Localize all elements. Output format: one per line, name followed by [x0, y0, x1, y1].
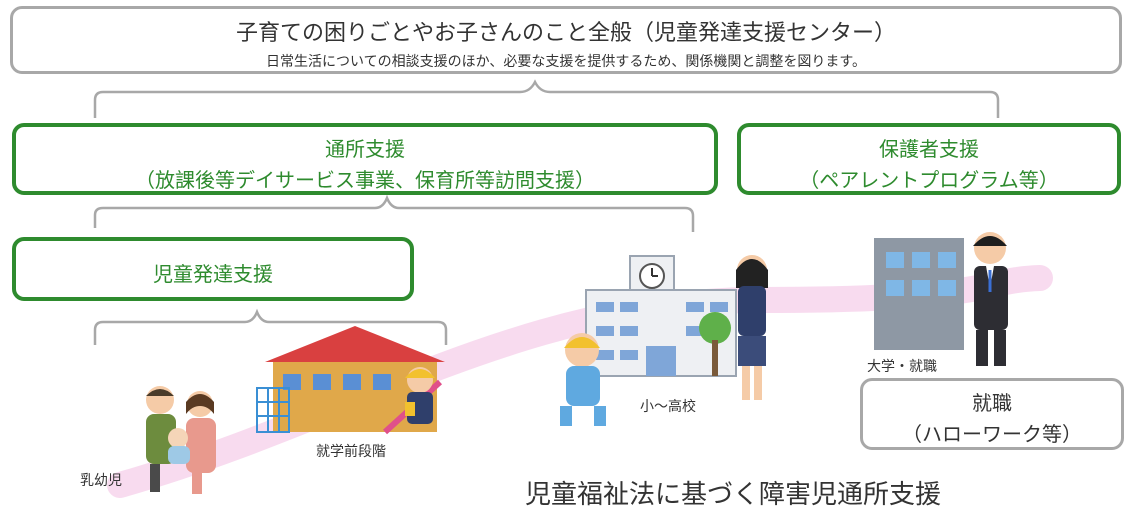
top-info-box: 子育ての困りごとやお子さんのこと全般（児童発達支援センター） 日常生活についての…	[10, 6, 1122, 74]
employment-detail: （ハローワーク等）	[902, 422, 1082, 446]
child-development-support-box: 児童発達支援	[12, 237, 414, 301]
commuting-support-detail: （放課後等デイサービス事業、保育所等訪問支援）	[135, 168, 595, 192]
child-development-support-label: 児童発達支援	[153, 262, 273, 286]
kindergarten-illustration	[256, 326, 445, 435]
commuting-support-title: 通所支援	[325, 137, 405, 161]
school-illustration	[560, 255, 768, 426]
employment-box: 就職 （ハローワーク等）	[860, 378, 1124, 450]
top-box-title: 子育ての困りごとやお子さんのこと全般（児童発達支援センター）	[235, 21, 896, 46]
stage-label-infant: 乳幼児	[80, 473, 122, 489]
guardian-support-detail: （ペアレントプログラム等）	[799, 168, 1059, 192]
guardian-support-title: 保護者支援	[879, 137, 979, 161]
stage-label-school: 小～高校	[640, 399, 696, 415]
stage-label-preschool: 就学前段階	[316, 444, 386, 460]
family-illustration	[146, 386, 216, 494]
stage-label-university: 大学・就職	[867, 359, 937, 375]
top-box-subtitle: 日常生活についての相談支援のほか、必要な支援を提供するため、関係機関と調整を図り…	[266, 54, 866, 70]
employment-title: 就職	[972, 391, 1012, 415]
guardian-support-box: 保護者支援 （ペアレントプログラム等）	[737, 123, 1121, 195]
commuting-support-box: 通所支援 （放課後等デイサービス事業、保育所等訪問支援）	[12, 123, 718, 195]
law-text: 児童福祉法に基づく障害児通所支援	[525, 480, 942, 510]
office-illustration	[874, 232, 1008, 366]
